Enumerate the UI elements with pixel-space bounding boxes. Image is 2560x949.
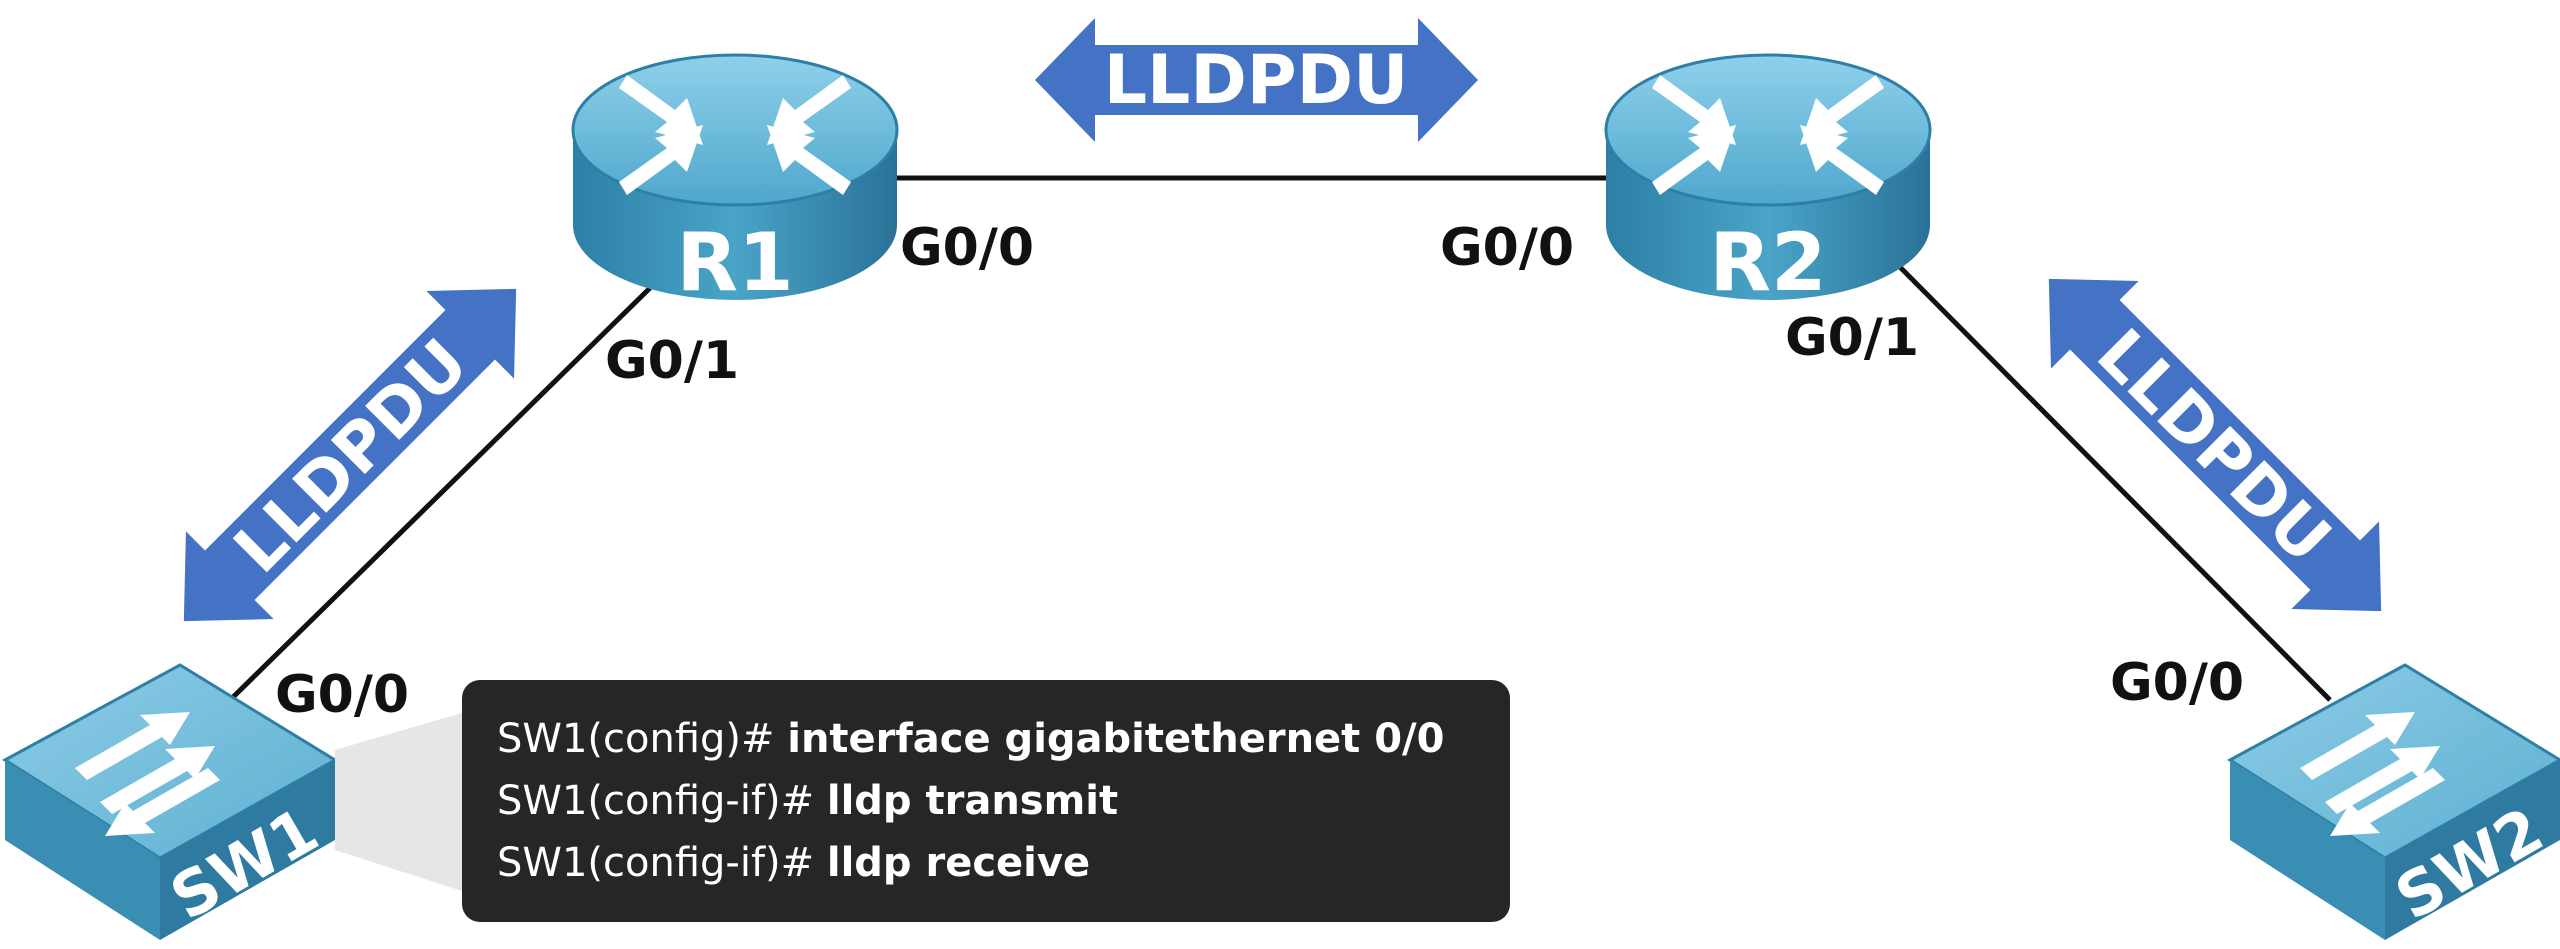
lldpdu-arrow-right: LLDPDU [2048,278,2382,612]
terminal-command-3: lldp receive [827,840,1090,886]
link-r2-sw2 [1886,253,2332,702]
port-label-r1-g00: G0/0 [900,218,1034,278]
terminal-line-3: SW1(config-if)# lldp receive [497,840,1090,886]
router-arrows-icon [619,75,851,195]
link-r1-sw1 [223,286,652,707]
lldpdu-label-left: LLDPDU [219,324,483,588]
callout-pointer [335,712,465,892]
terminal-box: SW1(config)# interface gigabitethernet 0… [462,680,1510,922]
router-arrows-icon [1652,75,1884,195]
lldpdu-arrow-left: LLDPDU [183,288,517,622]
terminal-command-2: lldp transmit [827,778,1118,824]
port-label-sw1-g00: G0/0 [275,665,409,725]
port-label-r1-g01: G0/1 [605,331,739,391]
port-label-r2-g00: G0/0 [1440,218,1574,278]
device-label-r2: R2 [1709,216,1826,309]
switch-sw2[interactable]: SW2 [2227,663,2560,940]
switch-arrows-icon [2300,712,2445,836]
port-label-sw2-g00: G0/0 [2110,653,2244,713]
device-label-r1: R1 [676,216,793,309]
switch-arrows-icon [75,712,220,836]
lldpdu-arrow-top: LLDPDU [1035,18,1478,142]
router-r2[interactable]: R2 [1604,53,1932,309]
terminal-command-1: interface gigabitethernet 0/0 [787,716,1444,762]
terminal-line-2: SW1(config-if)# lldp transmit [497,778,1118,824]
lldpdu-label-top: LLDPDU [1104,41,1409,120]
terminal-prompt-3: SW1(config-if)# [497,840,827,886]
terminal-prompt-2: SW1(config-if)# [497,778,827,824]
terminal-prompt-1: SW1(config)# [497,716,787,762]
terminal-line-1: SW1(config)# interface gigabitethernet 0… [497,716,1445,762]
lldpdu-label-right: LLDPDU [2082,314,2346,578]
port-label-r2-g01: G0/1 [1785,308,1919,368]
router-r1[interactable]: R1 [571,53,899,309]
